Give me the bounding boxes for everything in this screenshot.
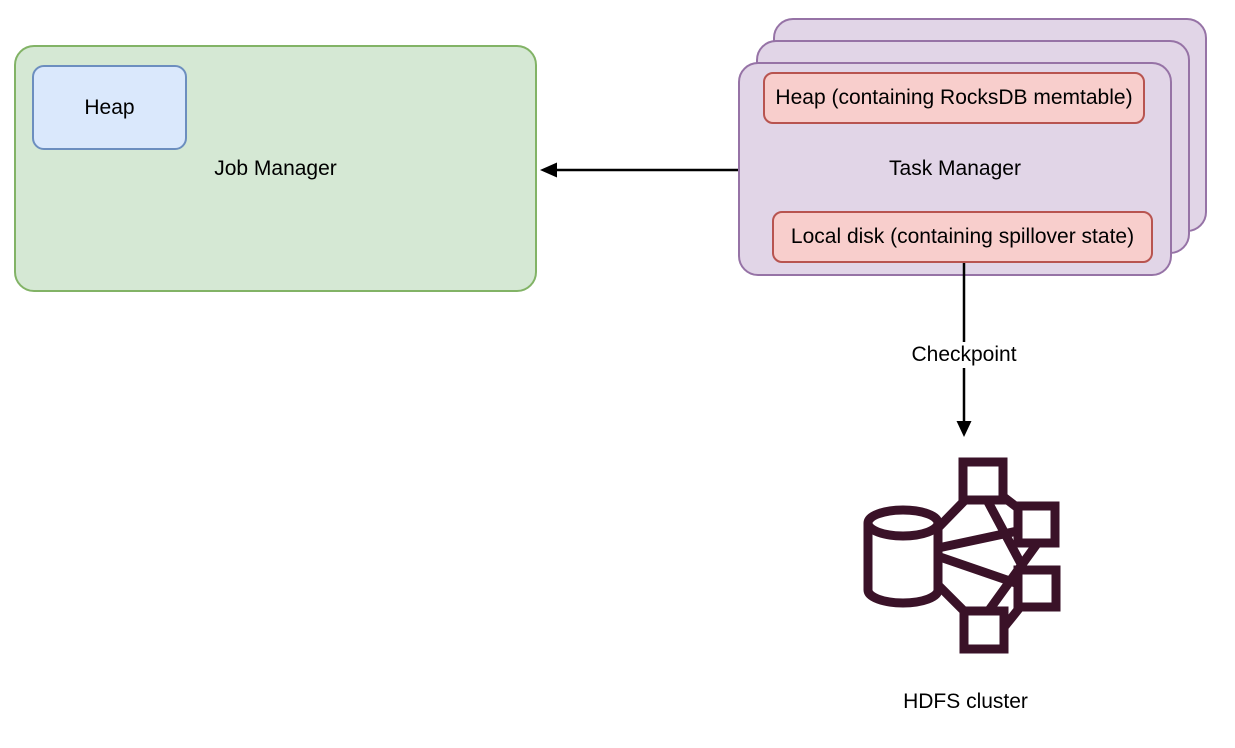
checkpoint-label: Checkpoint: [908, 342, 1020, 368]
job-manager-heap-node: Heap: [32, 65, 187, 150]
job-manager-heap-label: Heap: [84, 95, 135, 119]
database-cylinder-icon: [863, 505, 943, 608]
hdfs-node-squares: [958, 457, 1061, 654]
hdfs-cluster-icon: [863, 457, 1061, 654]
task-manager-heap-label: Heap (containing RocksDB memtable): [775, 86, 1133, 110]
taskmanager-to-jobmanager-arrow: [540, 162, 738, 178]
task-manager-local-disk-label: Local disk (containing spillover state): [790, 225, 1135, 249]
task-manager-local-disk-node: Local disk (containing spillover state): [772, 211, 1153, 263]
task-manager-heap-node: Heap (containing RocksDB memtable): [763, 72, 1145, 124]
hdfs-cluster-label: HDFS cluster: [903, 690, 1028, 714]
